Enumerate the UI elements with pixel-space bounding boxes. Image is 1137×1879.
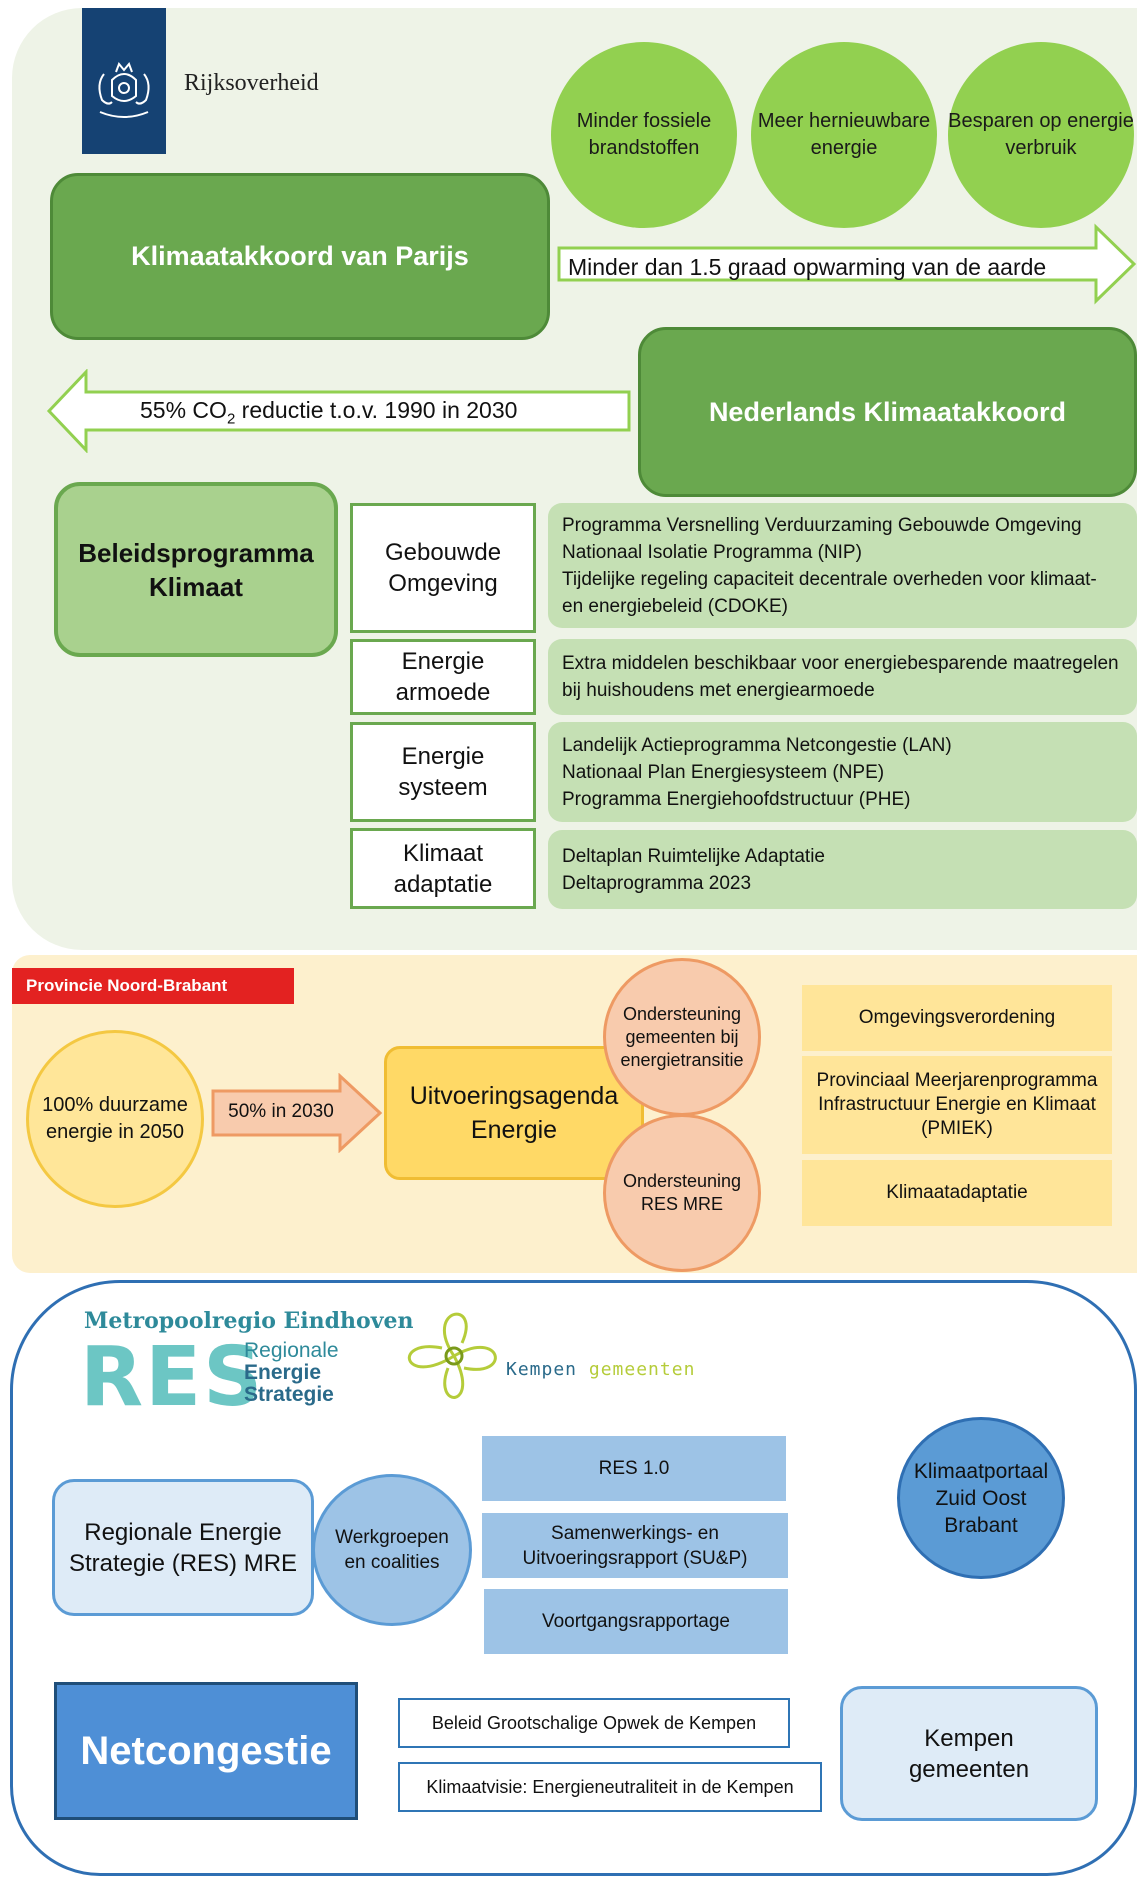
kempen-flower-icon (407, 1312, 497, 1399)
goal-circle-saving: Besparen op energie verbruik (948, 42, 1134, 228)
province-tag: Provincie Noord-Brabant (12, 968, 294, 1004)
coat-of-arms-icon (98, 62, 150, 118)
rijksoverheid-wordmark: Rijksoverheid (184, 70, 319, 96)
program-item: Tijdelijke regeling capaciteit decentral… (562, 568, 1097, 617)
doc-res-1: RES 1.0 (482, 1436, 786, 1501)
program-item: Deltaplan Ruimtelijke Adaptatie (562, 845, 825, 867)
paris-goal-arrow (557, 223, 1137, 305)
programs-built-environment: Programma Versnelling Verduurzaming Gebo… (548, 503, 1137, 628)
programs-energy-system: Landelijk Actieprogramma Netcongestie (L… (548, 722, 1137, 822)
support-municipalities-circle: Ondersteuning gemeenten bij energietrans… (603, 958, 761, 1116)
category-built-environment: Gebouwde Omgeving (350, 503, 536, 633)
paris-goal-arrow-label: Minder dan 1.5 graad opwarming van de aa… (568, 254, 1047, 280)
province-box-omgevingsverordening: Omgevingsverordening (802, 985, 1112, 1051)
province-box-climate-adaptation: Klimaatadaptatie (802, 1160, 1112, 1226)
program-item: Extra middelen beschikbaar voor energieb… (562, 653, 1119, 701)
category-energy-poverty: Energie armoede (350, 639, 536, 715)
kempen-municipalities-box: Kempen gemeenten (840, 1686, 1098, 1821)
res-logo-letters: RES (80, 1330, 265, 1425)
province-box-pmiek: Provinciaal Meerjarenprogramma Infrastru… (802, 1056, 1112, 1154)
res-mre-box: Regionale Energie Strategie (RES) MRE (52, 1479, 314, 1616)
program-item: Nationaal Isolatie Programma (NIP) (562, 541, 862, 563)
category-energy-system: Energie systeem (350, 722, 536, 822)
kempen-doc-climate-vision: Klimaatvisie: Energieneutraliteit in de … (398, 1762, 822, 1812)
execution-agenda-box: Uitvoeringsagenda Energie (384, 1046, 644, 1180)
province-2030-arrow-label: 50% in 2030 (228, 1101, 334, 1122)
climate-portal-circle: Klimaatportaal Zuid Oost Brabant (897, 1417, 1065, 1579)
goal-circle-renewable: Meer hernieuwbare energie (751, 42, 937, 228)
co2-reduction-arrow-label: 55% CO2 reductie t.o.v. 1990 in 2030 (140, 397, 518, 428)
res-logo-line: Energie (244, 1361, 322, 1384)
kempen-doc-large-scale: Beleid Grootschalige Opwek de Kempen (398, 1698, 790, 1748)
co2-reduction-arrow (46, 369, 631, 453)
metropoolregio-title: Metropoolregio Eindhoven (84, 1308, 414, 1334)
program-item: Nationaal Plan Energiesysteem (NPE) (562, 761, 885, 783)
program-item: Deltaprogramma 2023 (562, 872, 752, 894)
policy-programme-box: Beleidsprogramma Klimaat (54, 482, 338, 657)
dutch-climate-agreement-box: Nederlands Klimaatakkoord (638, 327, 1137, 497)
kempen-logo-text: Kempen gemeenten (506, 1359, 696, 1380)
support-res-circle: Ondersteuning RES MRE (603, 1114, 761, 1272)
doc-progress-report: Voortgangsrapportage (484, 1589, 788, 1654)
res-logo-line: Strategie (244, 1383, 334, 1406)
province-2030-arrow (211, 1073, 383, 1153)
program-item: Programma Versnelling Verduurzaming Gebo… (562, 514, 1082, 536)
goal-circle-fossil: Minder fossiele brandstoffen (551, 42, 737, 228)
programs-climate-adaptation: Deltaplan Ruimtelijke Adaptatie Deltapro… (548, 830, 1137, 909)
doc-sup: Samenwerkings- en Uitvoeringsrapport (SU… (482, 1513, 788, 1578)
res-logo-line: Regionale (244, 1339, 339, 1362)
rijksoverheid-logo (82, 8, 166, 154)
grid-congestion-box: Netcongestie (54, 1682, 358, 1820)
province-goal-circle: 100% duurzame energie in 2050 (26, 1030, 204, 1208)
category-climate-adaptation: Klimaat adaptatie (350, 828, 536, 909)
paris-agreement-box: Klimaatakkoord van Parijs (50, 173, 550, 340)
res-logo-subtitle: Regionale Energie Strategie (244, 1340, 339, 1406)
programs-energy-poverty: Extra middelen beschikbaar voor energieb… (548, 639, 1137, 715)
program-item: Landelijk Actieprogramma Netcongestie (L… (562, 734, 952, 756)
workgroups-circle: Werkgroepen en coalities (312, 1474, 472, 1626)
program-item: Programma Energiehoofdstructuur (PHE) (562, 788, 911, 810)
